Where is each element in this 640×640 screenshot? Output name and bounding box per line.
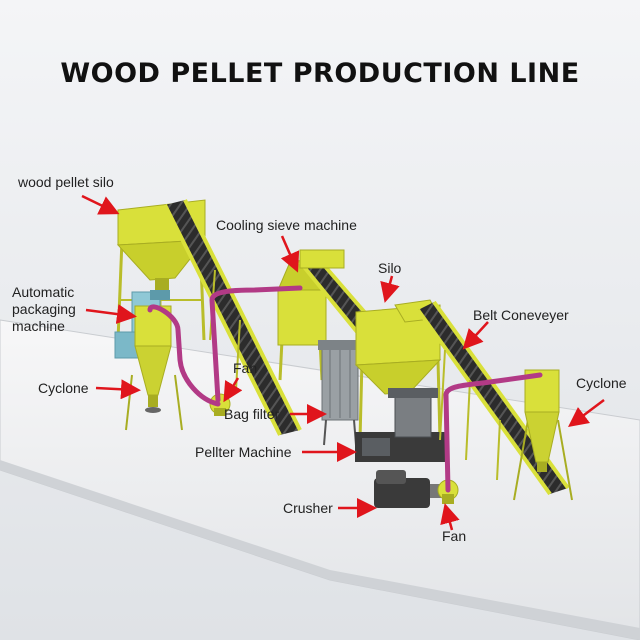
arrow-fan-bottom [440, 503, 460, 531]
belt-conveyor-1 [163, 199, 302, 436]
pipes [147, 285, 543, 493]
label-pellet-machine: Pellter Machine [195, 444, 292, 460]
pellet-machine [355, 388, 445, 462]
label-silo: Silo [378, 260, 402, 276]
arrow-belt-conveyor [462, 321, 489, 350]
label-crusher: Crusher [283, 500, 333, 516]
label-belt-conveyor: Belt Coneveyer [473, 307, 569, 323]
label-bag-filter: Bag filter [224, 406, 280, 422]
label-fan-bottom: Fan [442, 528, 467, 544]
pointer-arrows [81, 194, 605, 531]
page-title: WOOD PELLET PRODUCTION LINE [60, 58, 580, 89]
bag-filter [318, 340, 362, 446]
arrow-packaging [85, 304, 137, 324]
floor-edge [0, 460, 640, 640]
arrow-silo [380, 275, 400, 303]
arrow-fan-top [223, 377, 243, 403]
label-cyclone-left: Cyclone [38, 380, 89, 396]
label-fan-top: Fan [233, 360, 258, 376]
label-cyclone-right: Cyclone [576, 375, 627, 391]
label-cooling-sieve-machine: Cooling sieve machine [216, 217, 357, 233]
arrow-cooling-sieve [280, 235, 300, 273]
label-automatic-packaging-machine: Automatic packaging machine [12, 284, 76, 334]
label-wood-pellet-silo: wood pellet silo [18, 174, 114, 190]
arrow-wood-pellet-silo [81, 194, 120, 215]
arrow-cyclone-left [95, 379, 141, 400]
arrow-cyclone-right [568, 399, 605, 427]
